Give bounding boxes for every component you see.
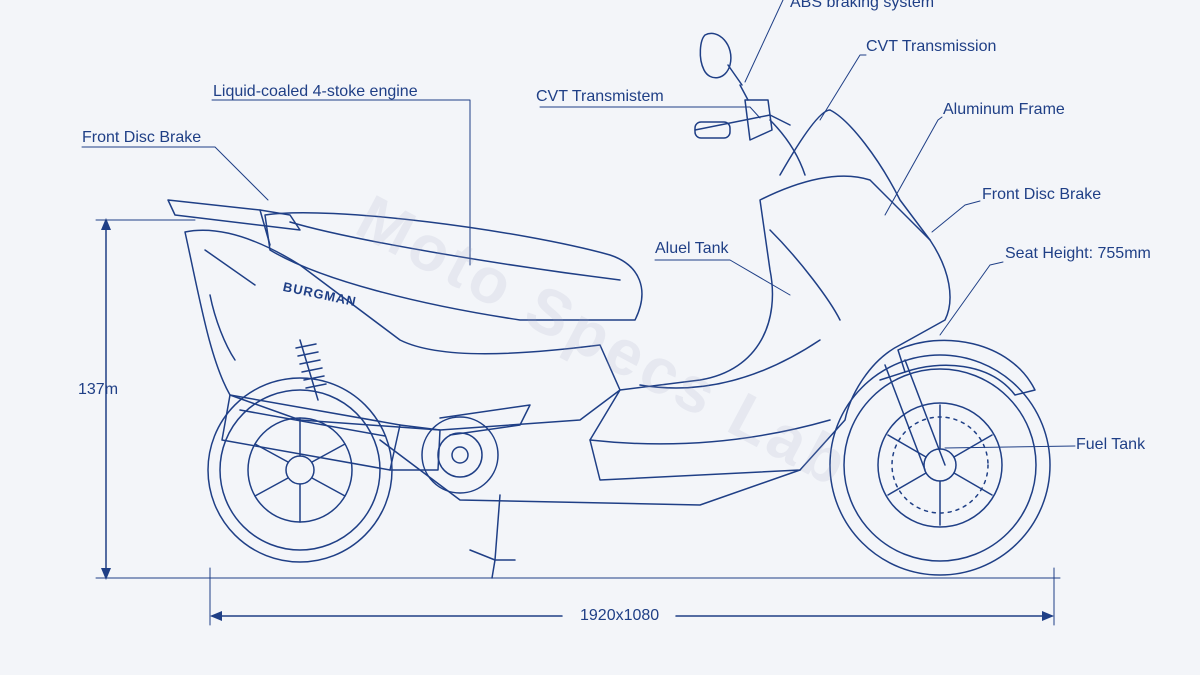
rear-shock-absorber (295, 339, 327, 401)
exhaust-muffler (221, 394, 441, 471)
label-fuel-tank-mid: Aluel Tank (655, 240, 729, 257)
length-dimension-line (209, 567, 1055, 626)
label-liquid-cooled-engine: Liquid-coaled 4-stoke engine (213, 83, 418, 100)
leader-lines (81, 0, 1076, 449)
label-abs-braking: ABS braking system (790, 0, 935, 11)
label-length-dimension: 1920x1080 (580, 607, 660, 624)
label-cvt-transmission-mid: CVT Transmistem (536, 88, 664, 105)
label-seat-height: Seat Height: 755mm (1005, 245, 1151, 262)
front-fork (879, 339, 1036, 471)
label-front-disc-brake-right: Front Disc Brake (982, 186, 1102, 203)
height-dimension-line (95, 218, 1061, 580)
front-wheel (829, 354, 1051, 576)
label-height-dimension: 137m (78, 381, 119, 398)
label-fuel-tank-right: Fuel Tank (1076, 436, 1146, 453)
cvt-cover (421, 404, 531, 494)
handlebar (694, 32, 806, 176)
label-cvt-transmission-top: CVT Transmission (866, 38, 997, 55)
label-front-disc-brake-left: Front Disc Brake (82, 129, 202, 146)
center-stand (469, 494, 516, 579)
label-aluminum-frame: Aluminum Frame (943, 101, 1065, 118)
rear-wheel (207, 377, 393, 563)
scooter-body (167, 109, 951, 506)
